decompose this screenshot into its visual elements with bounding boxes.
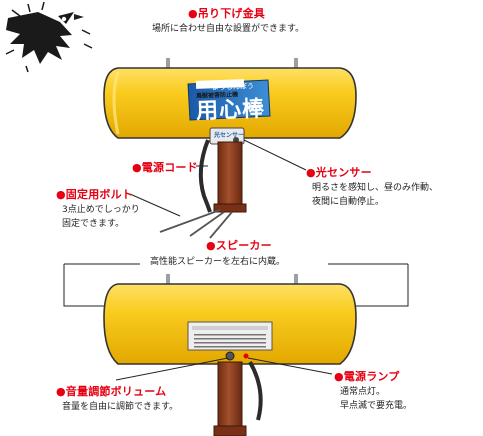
speaker-callout-lines — [63, 263, 409, 307]
power-cord-heading: ●電源コード — [132, 161, 198, 174]
fixing-bolt-heading: ●固定用ボルト — [56, 188, 133, 201]
fixing-bolts — [159, 209, 233, 239]
sensor-label-text: 光センサー — [214, 132, 245, 139]
light-sensor-desc-2: 夜間に自動停止。 — [312, 197, 385, 207]
fixing-bolt-desc-2: 固定できます。 — [62, 219, 125, 229]
bottom-pole — [217, 361, 243, 436]
power-cord — [198, 139, 212, 213]
volume-knob — [225, 351, 235, 361]
crow-icon — [5, 1, 93, 73]
bottom-power-cord — [248, 361, 263, 421]
speaker-desc: 高性能スピーカーを左右に内蔵。 — [150, 257, 286, 267]
speaker-heading: ●スピーカー — [206, 239, 272, 252]
label-code-text: YJB-100 — [243, 103, 264, 111]
power-lamp-desc-2: 早点滅で要充電。 — [340, 401, 413, 411]
power-lamp-desc-1: 通常点灯。 — [340, 387, 386, 397]
top-unit — [103, 58, 357, 239]
light-sensor-heading: ●光センサー — [306, 166, 372, 179]
hanging-bracket-desc: 場所に合わせ自由な設置ができます。 — [152, 24, 305, 34]
volume-heading: ●音量調節ボリューム — [56, 385, 167, 398]
speaker-grille — [187, 321, 273, 351]
bottom-unit — [103, 274, 357, 436]
volume-desc: 音量を自由に調節できます。 — [62, 402, 179, 412]
fixing-bolt-desc-1: 3点止めでしっかり — [62, 205, 140, 215]
top-pole — [217, 141, 243, 209]
product-label — [187, 79, 271, 121]
power-lamp-heading: ●電源ランプ — [334, 370, 400, 383]
hanging-bracket-heading: ●吊り下げ金具 — [188, 7, 265, 20]
power-lamp — [243, 353, 249, 359]
light-sensor-desc-1: 明るさを感知し、昼のみ作動、 — [312, 183, 439, 193]
